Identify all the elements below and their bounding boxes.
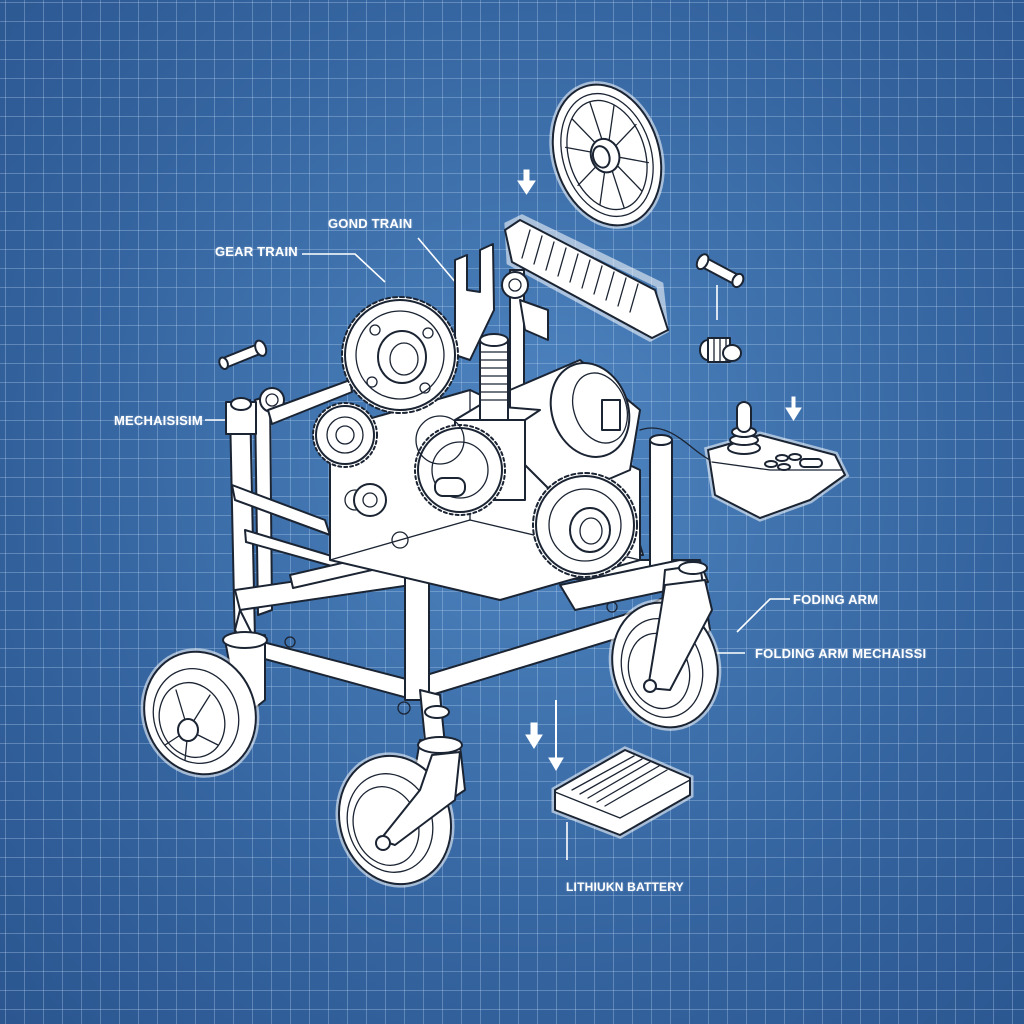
spoked-drive-wheel bbox=[549, 81, 665, 229]
axle-bolt-right bbox=[695, 253, 745, 289]
electric-motor bbox=[454, 359, 641, 501]
label-foding-arm: FODING ARM bbox=[793, 592, 879, 607]
label-mechanism: MECHAISISIM bbox=[114, 413, 203, 428]
worm-gear-screw bbox=[504, 214, 669, 342]
bearing-bushing bbox=[699, 337, 742, 363]
small-spur-gears bbox=[312, 402, 638, 578]
front-left-caster-wheel bbox=[140, 631, 268, 778]
fork-bracket bbox=[454, 243, 495, 361]
down-arrow-top bbox=[517, 169, 536, 195]
large-spur-gear bbox=[341, 296, 459, 414]
joystick-controller bbox=[639, 401, 850, 522]
down-arrow-battery-left bbox=[525, 722, 543, 749]
down-arrow-joystick bbox=[785, 396, 802, 421]
label-gear-train: GEAR TRAIN bbox=[215, 244, 298, 259]
label-gond-train: GOND TRAIN bbox=[328, 216, 413, 231]
label-lithium-battery: LITHIUKN BATTERY bbox=[566, 880, 684, 894]
lithium-battery-pack bbox=[551, 746, 694, 839]
spring-shock-absorber bbox=[479, 333, 509, 421]
rear-right-caster-wheel bbox=[608, 561, 722, 731]
axle-bolt-left bbox=[218, 339, 268, 371]
front-center-caster-wheel bbox=[335, 736, 466, 888]
label-folding-arm-mechanism: FOLDING ARM MECHAISSI bbox=[755, 646, 927, 661]
down-arrow-battery-right bbox=[548, 700, 564, 771]
leader-lines bbox=[205, 237, 790, 860]
